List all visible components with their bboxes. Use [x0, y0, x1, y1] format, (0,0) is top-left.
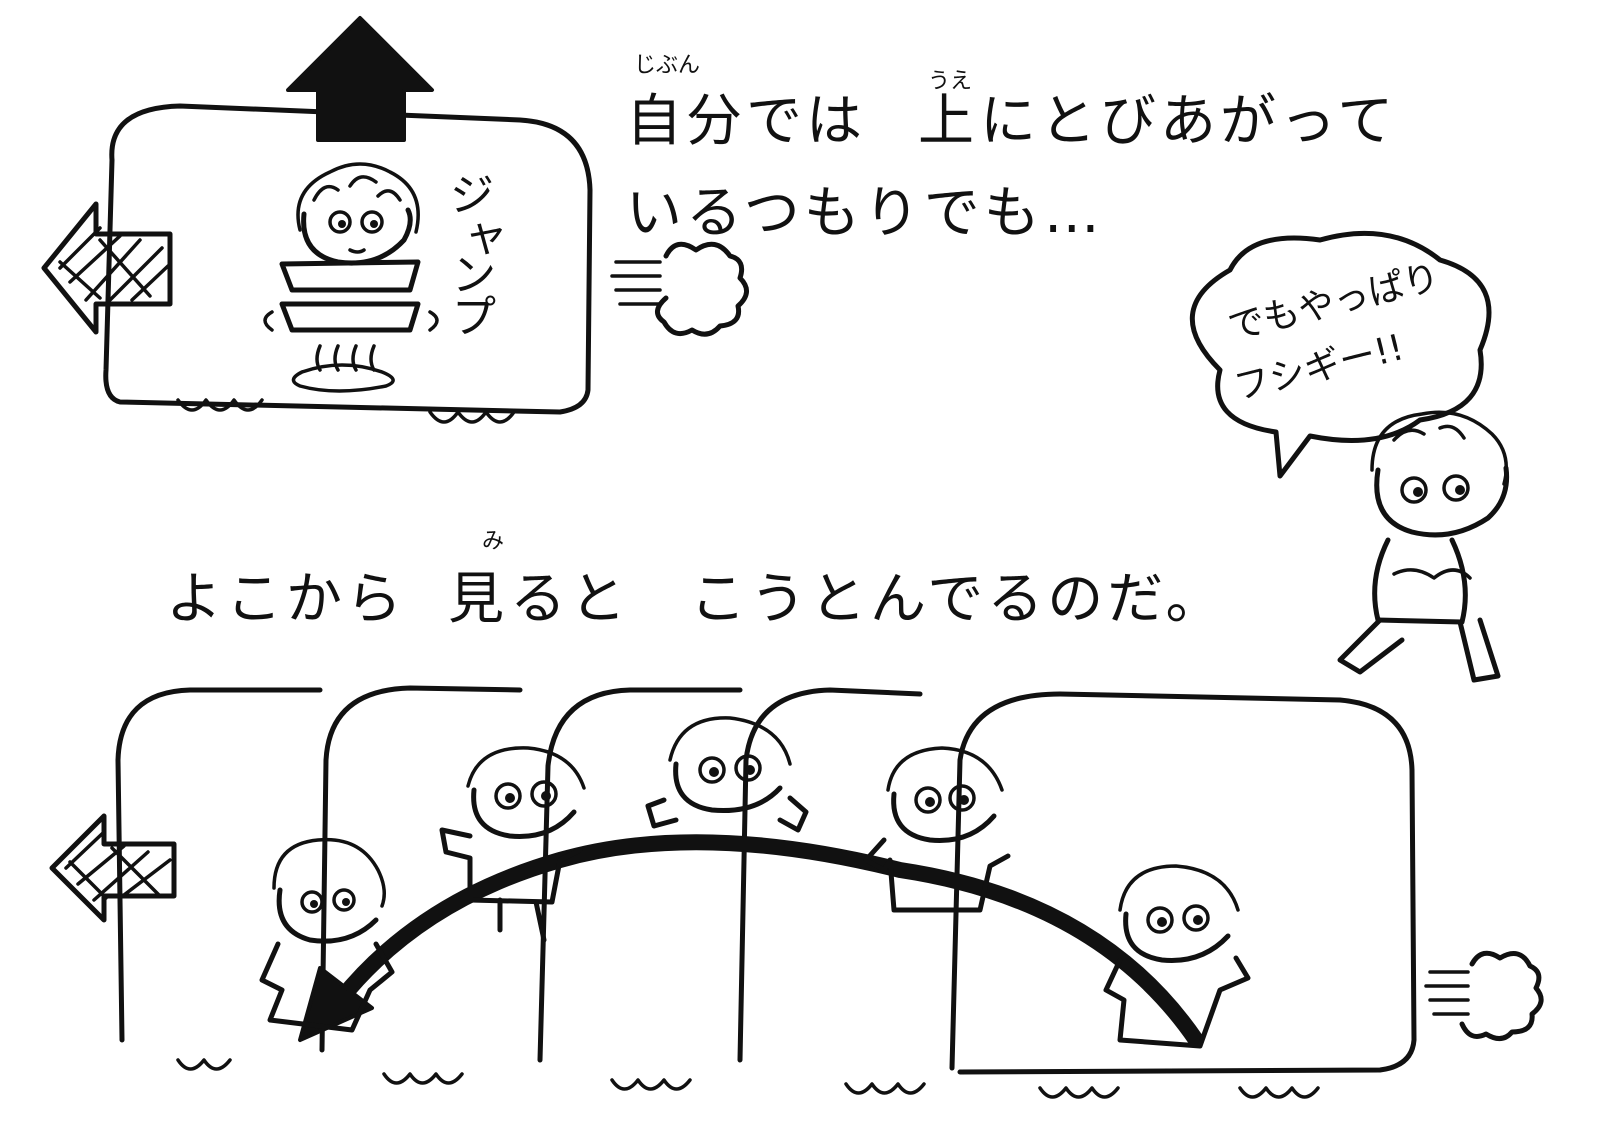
- top-caption-line2: いるつもりでも…: [626, 181, 1104, 246]
- child-figure-1: [259, 837, 395, 1033]
- trajectory-arc-arrow: [298, 834, 1204, 1048]
- top-train-car: [103, 103, 593, 424]
- left-arrow-hatched-icon-bottom: [49, 813, 177, 923]
- sfx-char-3: ン: [452, 250, 496, 301]
- child-figure-4: [863, 746, 1011, 913]
- up-arrow-icon: [286, 16, 434, 142]
- motion-puff-bottom: [1424, 950, 1544, 1041]
- top-caption: じぶん うえ 自分では 上 にとびあがって いるつもりでも…: [626, 53, 1397, 246]
- ruby-jibun: じぶん: [634, 53, 700, 78]
- speech-bubble: でもやっぱり フシギー!!: [1190, 230, 1492, 479]
- top-caption-line1-a: 自分では: [626, 89, 866, 154]
- top-caption-line1-b: にとびあがって: [980, 89, 1397, 154]
- child-figure-5: [1103, 864, 1251, 1049]
- bottom-caption-b: ると こうとんでるのだ。: [510, 567, 1226, 632]
- bottom-caption-a: よこから: [166, 567, 406, 632]
- ruby-ue: うえ: [928, 69, 972, 94]
- child-figure-3: [645, 716, 809, 833]
- observer-child-figure: [1337, 410, 1510, 683]
- sfx-char-1: ジ: [450, 170, 494, 221]
- top-caption-line1-kanji: 上: [918, 89, 978, 154]
- left-arrow-hatched-icon: [41, 201, 173, 335]
- bottom-caption: み よこから 見 ると こうとんでるのだ。: [166, 529, 1226, 632]
- jump-sound-effect: ジ ャ ン プ: [450, 170, 508, 343]
- child-figure-2: [439, 746, 586, 943]
- motion-puff-top: [610, 241, 749, 337]
- ruby-mi: み: [482, 529, 504, 554]
- bottom-train-frames: [115, 685, 1417, 1099]
- bubble-line-1: でもやっぱり: [1224, 257, 1444, 349]
- sfx-char-4: プ: [452, 292, 496, 343]
- bottom-caption-kanji: 見: [448, 567, 508, 632]
- sfx-char-2: ャ: [464, 210, 508, 261]
- jumping-child-figure: [263, 162, 439, 393]
